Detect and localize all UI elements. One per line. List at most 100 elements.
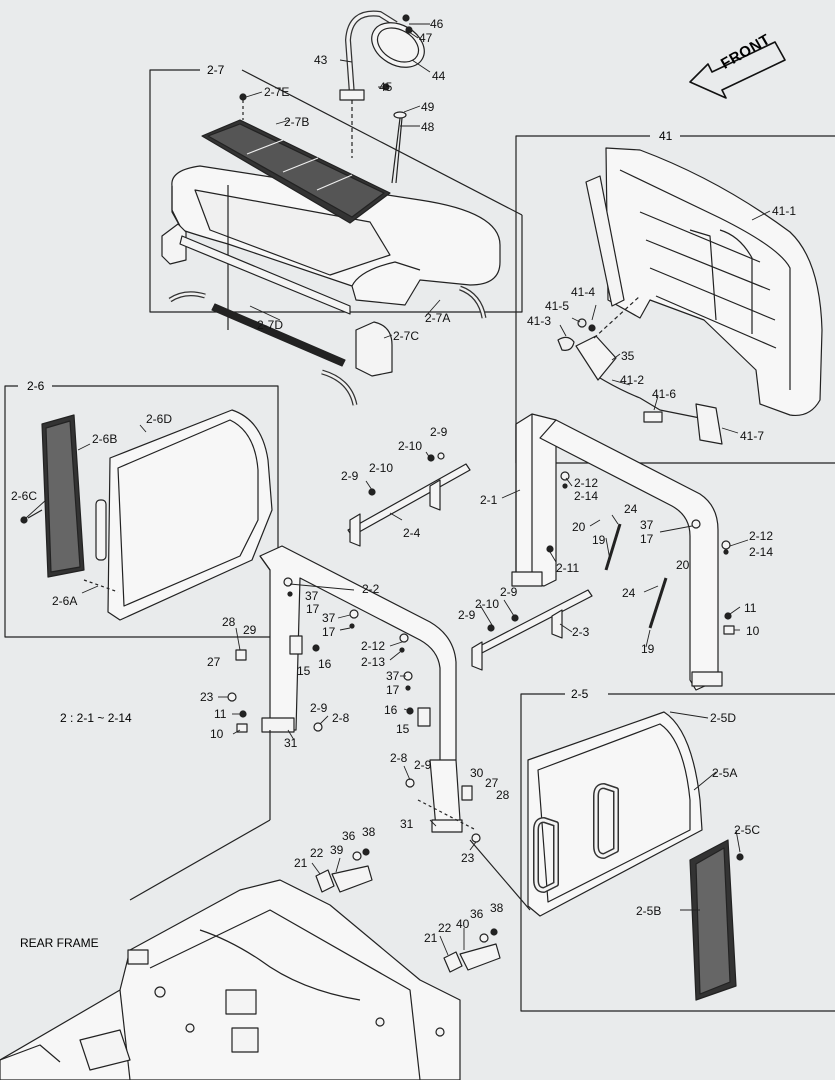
callout-49: 49 <box>421 100 435 114</box>
callout-41-5: 41-5 <box>545 299 570 313</box>
group-frame-2-7 <box>149 69 523 313</box>
callout-2-10-c: 2-10 <box>475 597 500 611</box>
group-frame-2-6 <box>4 385 279 638</box>
callout-40: 40 <box>456 917 470 931</box>
callout-41-1: 41-1 <box>772 204 797 218</box>
callout-41-6: 41-6 <box>652 387 677 401</box>
callout-2-7B: 2-7B <box>284 115 310 129</box>
callout-2-5A: 2-5A <box>712 766 738 780</box>
callout-23-a: 23 <box>200 690 214 704</box>
callout-16-b: 16 <box>384 703 398 717</box>
callout-2-7A: 2-7A <box>425 311 451 325</box>
callout-2-12-b: 2-12 <box>749 529 774 543</box>
callout-2-10-a: 2-10 <box>398 439 423 453</box>
callout-37-b: 37 <box>305 589 319 603</box>
callout-10-b: 10 <box>210 727 224 741</box>
callout-41-3: 41-3 <box>527 314 552 328</box>
callout-30: 30 <box>470 766 484 780</box>
callout-27-b: 27 <box>485 776 499 790</box>
callout-19-b: 19 <box>641 642 655 656</box>
callout-2-12-a: 2-12 <box>574 476 599 490</box>
callout-2-9-d: 2-9 <box>500 585 518 599</box>
callout-11-a: 11 <box>744 601 757 615</box>
callout-43: 43 <box>314 53 328 67</box>
callout-41-7: 41-7 <box>740 429 765 443</box>
callout-48: 48 <box>421 120 435 134</box>
callout-2-3: 2-3 <box>572 625 590 639</box>
callout-leaders <box>25 23 771 956</box>
callout-17-a: 17 <box>640 532 654 546</box>
callout-2-6B: 2-6B <box>92 432 118 446</box>
callout-2-7C: 2-7C <box>393 329 420 343</box>
callout-17-d: 17 <box>386 683 400 697</box>
group-title-41: 41 <box>656 130 676 142</box>
callout-24-a: 24 <box>624 502 638 516</box>
callout-2-1: 2-1 <box>480 493 498 507</box>
callout-2-10-b: 2-10 <box>369 461 394 475</box>
group-title-2-5: 2-5 <box>568 688 592 700</box>
callout-17-c: 17 <box>322 625 336 639</box>
callout-2-9-a: 2-9 <box>430 425 448 439</box>
callout-2-12-c: 2-12 <box>361 639 386 653</box>
mount-brackets <box>315 848 501 973</box>
callout-22-a: 22 <box>310 846 324 860</box>
callout-2-9-e: 2-9 <box>310 701 328 715</box>
callout-46: 46 <box>430 17 444 31</box>
callout-27-a: 27 <box>207 655 221 669</box>
callout-2-14-b: 2-14 <box>749 545 774 559</box>
group-title-2-7: 2-7 <box>204 64 228 76</box>
callout-2-9-c: 2-9 <box>458 608 476 622</box>
callout-2-6D: 2-6D <box>146 412 173 426</box>
callout-39: 39 <box>330 843 344 857</box>
callout-37-a: 37 <box>640 518 654 532</box>
side-panel-2-5 <box>527 711 744 1001</box>
callout-2-5D: 2-5D <box>710 711 737 725</box>
callout-31-a: 31 <box>284 736 298 750</box>
callout-16-a: 16 <box>318 657 332 671</box>
callout-2-6C: 2-6C <box>11 489 38 503</box>
range-note: 2 : 2-1 ~ 2-14 <box>60 711 132 725</box>
callout-21-a: 21 <box>294 856 308 870</box>
front-arrow-icon <box>689 41 786 99</box>
callout-28-b: 28 <box>496 788 510 802</box>
callout-2-11: 2-11 <box>556 561 580 575</box>
rear-frame-label: REAR FRAME <box>20 936 99 950</box>
callout-31-b: 31 <box>400 817 414 831</box>
cab-frame <box>129 413 735 911</box>
group-frame-41 <box>515 135 835 464</box>
callout-2-7D: 2-7D <box>257 318 284 332</box>
callout-2-5C: 2-5C <box>734 823 761 837</box>
callout-35: 35 <box>621 349 635 363</box>
callout-2-2: 2-2 <box>362 582 380 596</box>
callout-28-a: 28 <box>222 615 236 629</box>
callout-41-2: 41-2 <box>620 373 645 387</box>
callout-2-6A: 2-6A <box>52 594 78 608</box>
callout-2-7E: 2-7E <box>264 85 290 99</box>
callout-2-14-a: 2-14 <box>574 489 599 503</box>
callout-15-b: 15 <box>396 722 410 736</box>
callout-24-b: 24 <box>622 586 636 600</box>
callout-37-d: 37 <box>386 669 400 683</box>
callout-2-5B: 2-5B <box>636 904 662 918</box>
callout-19-a: 19 <box>592 533 606 547</box>
callout-17-b: 17 <box>306 602 320 616</box>
callout-37-c: 37 <box>322 611 336 625</box>
callout-2-8-a: 2-8 <box>332 711 350 725</box>
group-frame-2-5 <box>520 693 835 1012</box>
callout-36-a: 36 <box>342 829 356 843</box>
callout-38-a: 38 <box>362 825 376 839</box>
callout-2-8-b: 2-8 <box>390 751 408 765</box>
rear-frame <box>0 879 461 1080</box>
hood-cover <box>161 93 501 406</box>
callout-21-b: 21 <box>424 931 438 945</box>
callout-20-b: 20 <box>676 558 690 572</box>
callout-2-13: 2-13 <box>361 655 386 669</box>
group-title-2-6: 2-6 <box>24 380 48 392</box>
callout-29-a: 29 <box>243 623 257 637</box>
callout-23-b: 23 <box>461 851 475 865</box>
operator-seat <box>557 147 823 445</box>
side-panel-2-6 <box>20 409 273 621</box>
callout-2-9-f: 2-9 <box>414 758 432 772</box>
callout-45: 45 <box>379 80 393 94</box>
